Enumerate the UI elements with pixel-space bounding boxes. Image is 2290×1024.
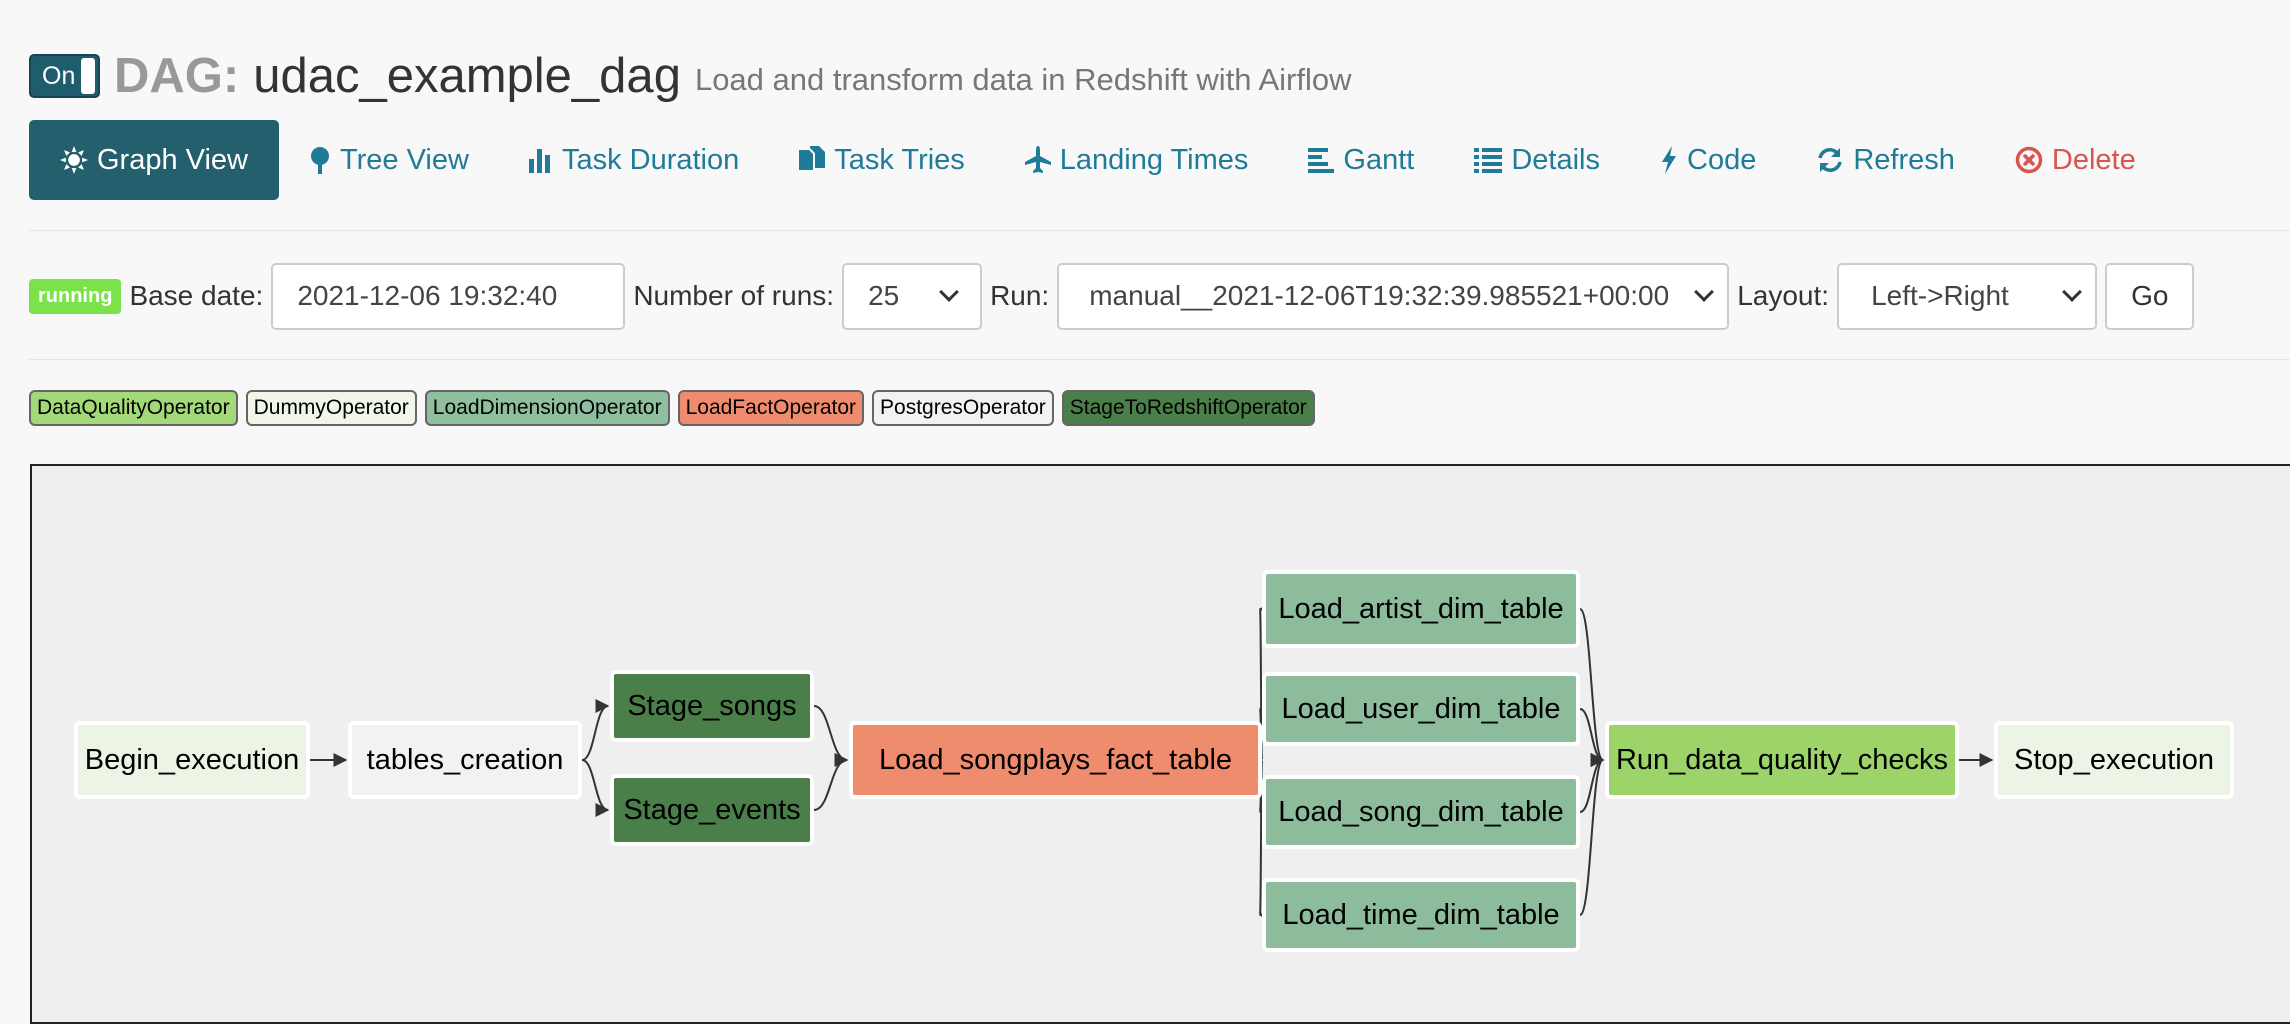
dag-header: On DAG: udac_example_dag Load and transf…	[29, 40, 1351, 112]
nav-label: Delete	[2051, 143, 2136, 176]
nav-delete[interactable]: Delete	[1985, 120, 2166, 200]
nav-label: Graph View	[97, 143, 248, 176]
layout-select[interactable]: Left->Right	[1837, 262, 2098, 330]
dag-run-state-badge: running	[29, 278, 122, 314]
task-node-load-user-dim-table[interactable]: Load_user_dim_table	[1262, 672, 1580, 746]
num-runs-label: Number of runs:	[633, 280, 835, 311]
chevron-down-icon	[2062, 282, 2082, 302]
task-node-load-time-dim-table[interactable]: Load_time_dim_table	[1262, 878, 1580, 952]
legend-item: StageToRedshiftOperator	[1061, 390, 1315, 426]
legend-item: DataQualityOperator	[29, 390, 238, 426]
align-left-icon	[1308, 147, 1335, 173]
chevron-down-icon	[939, 282, 959, 302]
run-label: Run:	[990, 280, 1050, 311]
edge-load_time_dim_table-to-run_data_quality_checks	[1579, 753, 1605, 916]
task-node-stage-songs[interactable]: Stage_songs	[610, 670, 814, 742]
divider	[29, 359, 2290, 360]
nav-task-tries[interactable]: Task Tries	[769, 120, 995, 200]
legend-item: LoadFactOperator	[677, 390, 865, 426]
edge-tables_creation-to-stage_events	[581, 759, 610, 817]
toggle-label: On	[42, 61, 76, 90]
nav-graph-view[interactable]: Graph View	[29, 120, 279, 200]
task-node-run-data-quality-checks[interactable]: Run_data_quality_checks	[1605, 721, 1959, 799]
nav-label: Code	[1687, 143, 1757, 176]
layout-value: Left->Right	[1871, 280, 2009, 311]
dag-description: Load and transform data in Redshift with…	[694, 62, 1352, 97]
task-node-tables-creation[interactable]: tables_creation	[348, 721, 582, 799]
run-filter-form: running Base date: 2021-12-06 19:32:40 N…	[29, 262, 2195, 330]
nav-label: Gantt	[1343, 143, 1415, 176]
task-node-stop-execution[interactable]: Stop_execution	[1994, 721, 2234, 799]
operator-legend: DataQualityOperator DummyOperator LoadDi…	[29, 390, 1323, 426]
refresh-icon	[1816, 146, 1844, 174]
nav-task-duration[interactable]: Task Duration	[499, 120, 769, 200]
legend-item: DummyOperator	[245, 390, 417, 426]
view-nav: Graph View Tree View Task Duration Task …	[29, 120, 2166, 200]
dag-prefix: DAG:	[114, 49, 240, 103]
run-select[interactable]: manual__2021-12-06T19:32:39.985521+00:00	[1057, 262, 1730, 330]
layout-label: Layout:	[1737, 280, 1830, 311]
divider	[29, 230, 2290, 231]
edge-stage_events-to-load_songplays_fact_table	[813, 753, 849, 811]
task-node-stage-events[interactable]: Stage_events	[610, 774, 814, 846]
sun-icon	[60, 146, 88, 174]
nav-label: Refresh	[1853, 143, 1955, 176]
nav-refresh[interactable]: Refresh	[1786, 120, 1985, 200]
base-date-value: 2021-12-06 19:32:40	[297, 280, 558, 311]
chevron-down-icon	[1694, 282, 1715, 302]
run-value: manual__2021-12-06T19:32:39.985521+00:00	[1089, 280, 1670, 311]
nav-label: Task Duration	[561, 143, 740, 176]
task-node-load-song-dim-table[interactable]: Load_song_dim_table	[1262, 775, 1580, 849]
flash-icon	[1660, 146, 1678, 174]
legend-item: LoadDimensionOperator	[424, 390, 670, 426]
list-icon	[1474, 147, 1503, 173]
dag-id: udac_example_dag	[253, 49, 681, 103]
task-node-load-songplays-fact-table[interactable]: Load_songplays_fact_table	[849, 721, 1262, 799]
files-icon	[799, 146, 826, 174]
task-node-load-artist-dim-table[interactable]: Load_artist_dim_table	[1262, 570, 1580, 648]
task-node-begin-execution[interactable]: Begin_execution	[74, 721, 310, 799]
nav-landing-times[interactable]: Landing Times	[995, 120, 1279, 200]
dag-toggle[interactable]: On	[29, 54, 100, 98]
num-runs-select[interactable]: 25	[842, 262, 983, 330]
dag-graph[interactable]: Begin_execution tables_creation Stage_song…	[30, 464, 2290, 1024]
nav-code[interactable]: Code	[1630, 120, 1786, 200]
num-runs-value: 25	[868, 280, 900, 311]
tree-icon	[309, 146, 331, 174]
nav-label: Tree View	[340, 143, 469, 176]
edge-stage_songs-to-load_songplays_fact_table	[813, 705, 849, 767]
remove-circle-icon	[2015, 146, 2043, 174]
nav-label: Task Tries	[834, 143, 965, 176]
nav-label: Details	[1511, 143, 1601, 176]
edge-tables_creation-to-stage_songs	[581, 699, 610, 761]
nav-tree-view[interactable]: Tree View	[279, 120, 499, 200]
base-date-input[interactable]: 2021-12-06 19:32:40	[271, 262, 626, 330]
legend-item: PostgresOperator	[872, 390, 1054, 426]
nav-label: Landing Times	[1059, 143, 1249, 176]
bar-chart-icon	[528, 147, 553, 173]
toggle-knob	[81, 58, 95, 94]
nav-gantt[interactable]: Gantt	[1278, 120, 1444, 200]
go-button[interactable]: Go	[2105, 262, 2195, 330]
base-date-label: Base date:	[129, 280, 264, 311]
plane-icon	[1024, 146, 1051, 174]
nav-details[interactable]: Details	[1444, 120, 1630, 200]
